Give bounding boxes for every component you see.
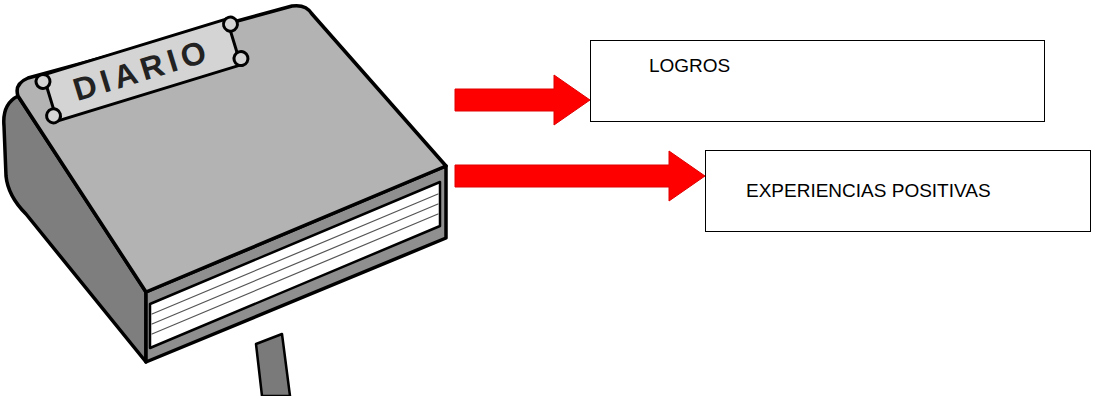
- title-plaque: [34, 15, 249, 124]
- book-title: DIARIO: [43, 19, 241, 121]
- concept-box: EXPERIENCIAS POSITIVAS: [705, 150, 1091, 232]
- concept-box: LOGROS: [590, 40, 1045, 122]
- block-arrow: [455, 75, 590, 125]
- concept-label: EXPERIENCIAS POSITIVAS: [746, 180, 991, 202]
- bookmark-ribbon: [256, 334, 290, 396]
- concept-label: LOGROS: [649, 55, 1044, 77]
- book-node: DIARIO: [0, 0, 455, 396]
- book-cover: [17, 6, 446, 292]
- block-arrow: [455, 151, 705, 201]
